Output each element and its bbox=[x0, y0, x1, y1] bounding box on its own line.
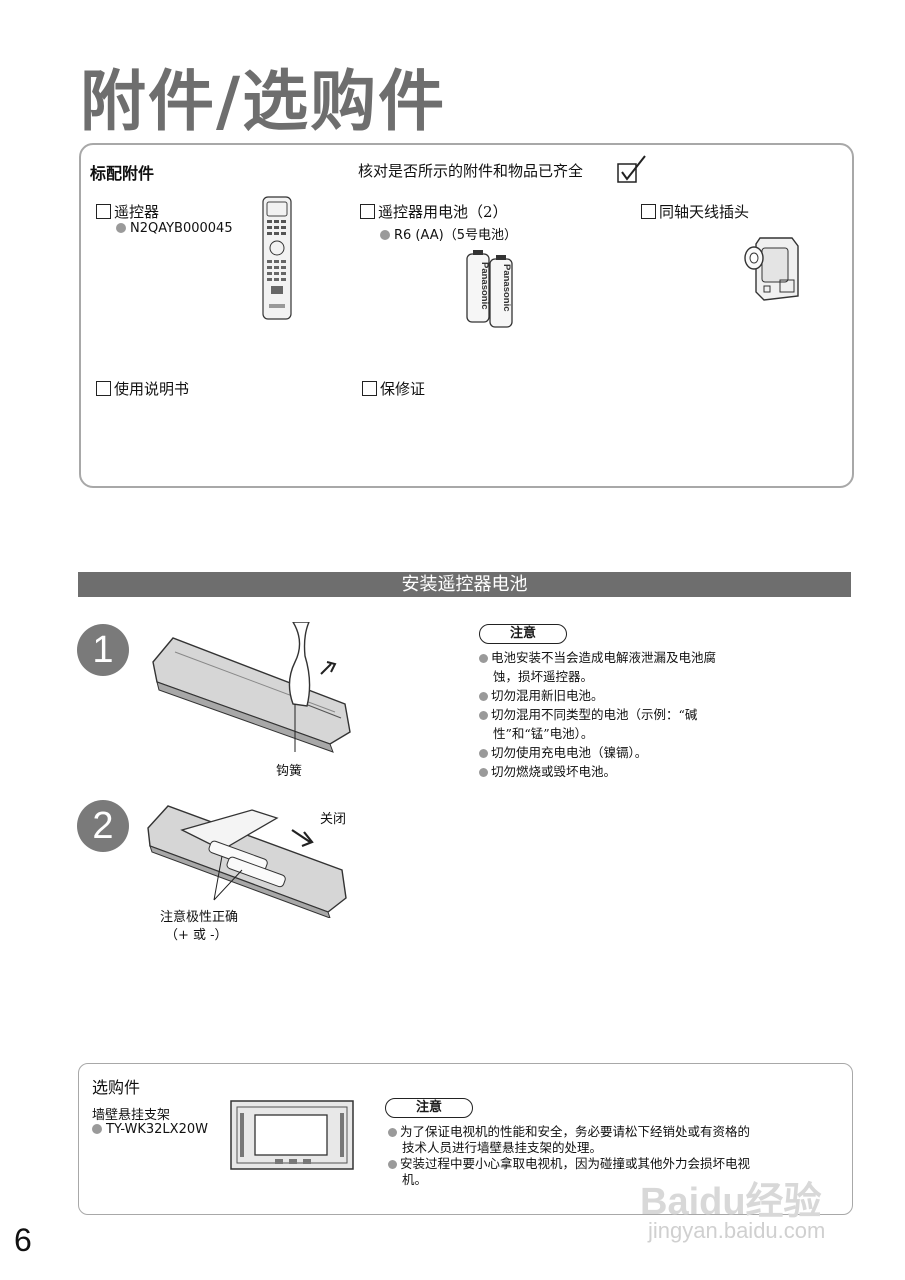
bullet-icon bbox=[479, 654, 488, 663]
checkmark-icon bbox=[617, 155, 646, 183]
checkbox-icon[interactable] bbox=[362, 381, 377, 396]
bullet-icon bbox=[388, 1160, 397, 1169]
battery-brand-1: Panasonic bbox=[479, 262, 490, 310]
checkbox-icon[interactable] bbox=[96, 204, 111, 219]
coax-plug-image bbox=[744, 237, 799, 301]
item-batteries-label: 遥控器用电池（2） bbox=[378, 203, 508, 221]
hook-label: 钩簧 bbox=[276, 764, 303, 779]
batteries-image: Panasonic Panasonic bbox=[466, 250, 513, 328]
item-manual-label: 使用说明书 bbox=[114, 380, 190, 398]
step-1-badge: 1 bbox=[77, 624, 129, 676]
bullet-icon bbox=[380, 230, 390, 240]
item-manual[interactable]: 使用说明书 bbox=[96, 378, 189, 399]
bullet-icon bbox=[388, 1128, 397, 1137]
checkbox-icon[interactable] bbox=[96, 381, 111, 396]
checkbox-icon[interactable] bbox=[360, 204, 375, 219]
bullet-icon bbox=[116, 223, 126, 233]
install-section-header: 安装遥控器电池 bbox=[78, 572, 851, 597]
wall-bracket-image bbox=[230, 1100, 354, 1170]
optional-accessories-box bbox=[78, 1063, 853, 1215]
bullet-icon bbox=[479, 711, 488, 720]
install-notes-list: 电池安装不当会造成电解液泄漏及电池腐 蚀，损坏遥控器。 切勿混用新旧电池。 切勿… bbox=[479, 648, 716, 781]
battery-brand-2: Panasonic bbox=[501, 264, 512, 312]
page-number: 6 bbox=[14, 1222, 32, 1258]
install-note-3: 切勿混用不同类型的电池（示例：“碱 bbox=[479, 705, 716, 724]
item-remote-label: 遥控器 bbox=[114, 203, 160, 221]
item-warranty[interactable]: 保修证 bbox=[362, 378, 425, 399]
item-coax-plug[interactable]: 同轴天线插头 bbox=[641, 201, 749, 222]
remote-open-illustration bbox=[152, 622, 351, 753]
install-note-5: 切勿燃烧或毁坏电池。 bbox=[479, 762, 716, 781]
item-remote[interactable]: 遥控器 bbox=[96, 201, 159, 222]
bullet-icon bbox=[479, 692, 488, 701]
optional-heading: 选购件 bbox=[92, 1078, 141, 1097]
step-2-badge: 2 bbox=[77, 800, 129, 852]
install-note-1-cont: 蚀，损坏遥控器。 bbox=[493, 669, 594, 684]
item-coax-label: 同轴天线插头 bbox=[659, 203, 750, 221]
optional-note-2: 安装过程中要小心拿取电视机，因为碰撞或其他外力会损坏电视 bbox=[388, 1156, 750, 1172]
watermark-logo: Baidu经验 bbox=[640, 1181, 822, 1223]
page-title: 附件/选购件 bbox=[80, 63, 447, 140]
bullet-icon bbox=[92, 1124, 102, 1134]
install-note-badge: 注意 bbox=[479, 624, 567, 644]
optional-note-2-cont: 机。 bbox=[402, 1172, 428, 1187]
polarity-label: 注意极性正确 bbox=[160, 910, 239, 925]
optional-note-1: 为了保证电视机的性能和安全，务必要请松下经销处或有资格的 bbox=[388, 1124, 750, 1140]
polarity-sub: （+ 或 -） bbox=[165, 928, 228, 943]
install-note-3-cont: 性”和“锰”电池）。 bbox=[493, 726, 594, 741]
item-warranty-label: 保修证 bbox=[380, 380, 426, 398]
install-note-2: 切勿混用新旧电池。 bbox=[479, 686, 716, 705]
install-note-1: 电池安装不当会造成电解液泄漏及电池腐 bbox=[479, 648, 716, 667]
wall-bracket-label: 墙壁悬挂支架 bbox=[92, 1108, 171, 1123]
standard-accessories-box bbox=[79, 143, 854, 488]
check-note: 核对是否所示的附件和物品已齐全 bbox=[358, 162, 584, 180]
optional-note-badge: 注意 bbox=[385, 1098, 473, 1118]
optional-notes-list: 为了保证电视机的性能和安全，务必要请松下经销处或有资格的 技术人员进行墙壁悬挂支… bbox=[388, 1124, 750, 1188]
bullet-icon bbox=[479, 749, 488, 758]
remote-control-image bbox=[262, 196, 292, 320]
item-batteries-type: R6 (AA)（5号电池） bbox=[380, 224, 517, 243]
install-note-4: 切勿使用充电电池（镍镉）。 bbox=[479, 743, 716, 762]
standard-heading: 标配附件 bbox=[90, 164, 155, 183]
close-label: 关闭 bbox=[320, 812, 347, 827]
checkbox-icon[interactable] bbox=[641, 204, 656, 219]
wall-bracket-model: TY-WK32LX20W bbox=[92, 1122, 208, 1137]
optional-note-1-cont: 技术人员进行墙壁悬挂支架的处理。 bbox=[402, 1140, 603, 1155]
watermark-url: jingyan.baidu.com bbox=[648, 1218, 826, 1243]
bullet-icon bbox=[479, 768, 488, 777]
remote-close-illustration bbox=[147, 805, 347, 918]
item-batteries[interactable]: 遥控器用电池（2） bbox=[360, 201, 508, 222]
item-remote-model: N2QAYB000045 bbox=[116, 221, 233, 236]
